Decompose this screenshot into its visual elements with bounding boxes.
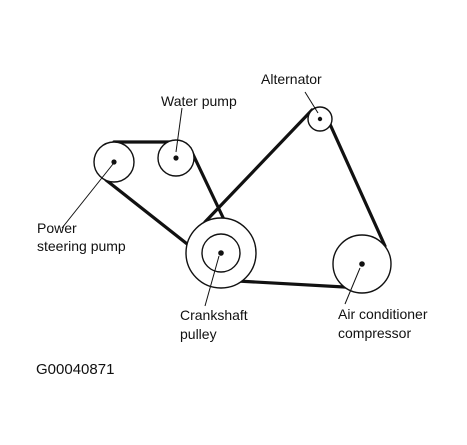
- label-ac-line1: Air conditioner: [338, 306, 428, 322]
- leader-ac-compressor: [344, 267, 361, 305]
- leader-crankshaft: [204, 255, 220, 307]
- belt-crank-to-ac: [218, 278, 364, 290]
- belt-waterpump-to-crank: [188, 146, 230, 230]
- leader-water-pump: [175, 107, 183, 153]
- label-power-steering-line2: steering pump: [37, 238, 126, 254]
- belt-alternator-to-ac: [327, 120, 387, 248]
- label-power-steering-line1: Power: [37, 220, 77, 236]
- label-alternator: Alternator: [261, 71, 322, 87]
- crankshaft-pulley: [185, 217, 257, 289]
- power-steering-pulley: [93, 141, 135, 183]
- leader-alternator: [304, 91, 319, 114]
- label-crankshaft-line1: Crankshaft: [180, 307, 248, 323]
- belt-crank-to-alternator: [203, 108, 314, 224]
- leader-lines: [61, 91, 361, 307]
- figure-code: G00040871: [36, 361, 114, 378]
- alternator-pulley: [307, 106, 333, 132]
- ac-compressor-pulley: [332, 234, 392, 294]
- label-ac-line2: compressor: [338, 325, 411, 341]
- leader-power-steering: [61, 163, 114, 229]
- label-crankshaft-line2: pulley: [180, 326, 217, 342]
- label-water-pump: Water pump: [161, 93, 237, 109]
- water-pump-pulley: [157, 139, 195, 177]
